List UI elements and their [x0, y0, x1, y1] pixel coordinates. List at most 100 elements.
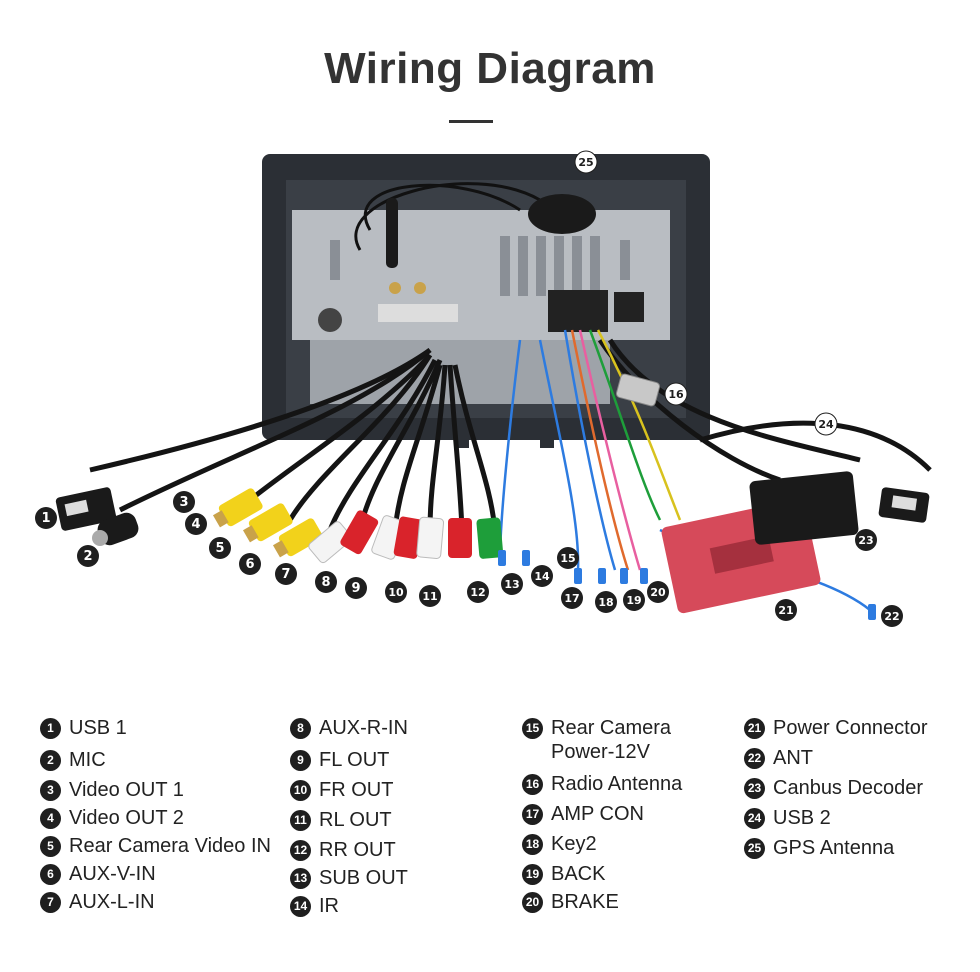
legend-label: Radio Antenna — [551, 773, 683, 795]
legend-number-badge: 8 — [290, 718, 311, 739]
usb1-connector — [55, 487, 117, 531]
diagram-marker-20: 20 — [647, 581, 669, 603]
legend-label: Key2 — [551, 833, 597, 855]
title-underline — [449, 120, 493, 123]
svg-text:11: 11 — [422, 590, 437, 603]
page-title: Wiring Diagram — [324, 44, 656, 93]
diagram-marker-5: 5 — [209, 537, 231, 559]
legend-label: Power Connector — [773, 717, 928, 739]
legend-label: FR OUT — [319, 779, 394, 801]
diagram-marker-17: 17 — [561, 587, 583, 609]
legend-item: 14 IR — [290, 894, 339, 918]
svg-text:15: 15 — [560, 552, 575, 565]
svg-text:2: 2 — [83, 549, 92, 564]
legend-number-badge: 20 — [522, 892, 543, 913]
svg-text:21: 21 — [778, 604, 793, 617]
legend-number-badge: 10 — [290, 780, 311, 801]
legend-number-badge: 15 — [522, 718, 543, 739]
legend-label: AMP CON — [551, 803, 644, 825]
svg-text:18: 18 — [598, 596, 613, 609]
svg-text:14: 14 — [534, 570, 550, 583]
diagram-marker-8: 8 — [315, 571, 337, 593]
diagram-marker-25: 25 — [574, 150, 598, 174]
diagram-marker-4: 4 — [185, 513, 207, 535]
legend-label: FL OUT — [319, 749, 390, 771]
svg-text:9: 9 — [351, 581, 360, 596]
legend-number-badge: 1 — [40, 718, 61, 739]
svg-text:20: 20 — [650, 586, 666, 599]
radio-antenna-plug — [615, 373, 661, 407]
diagram-marker-13: 13 — [501, 573, 523, 595]
diagram-marker-23: 23 — [855, 529, 877, 551]
diagram-marker-6: 6 — [239, 553, 261, 575]
legend-number-badge: 3 — [40, 780, 61, 801]
legend-number-badge: 6 — [40, 864, 61, 885]
legend-number-badge: 22 — [744, 748, 765, 769]
legend-label: ANT — [773, 747, 813, 769]
legend-label: IR — [319, 895, 339, 917]
legend-label: USB 1 — [69, 717, 127, 739]
diagram-marker-24: 24 — [814, 412, 838, 436]
svg-text:8: 8 — [321, 575, 330, 590]
diagram-marker-11: 11 — [419, 585, 441, 607]
legend-item: 17 AMP CON — [522, 802, 644, 826]
legend-number-badge: 17 — [522, 804, 543, 825]
harness-cables — [89, 338, 932, 531]
legend-label: BACK — [551, 863, 606, 885]
svg-text:25: 25 — [578, 156, 593, 169]
head-unit — [262, 154, 710, 448]
wire-terminals — [498, 550, 876, 620]
gps-antenna — [354, 182, 596, 268]
svg-text:23: 23 — [858, 534, 873, 547]
diagram-marker-3: 3 — [173, 491, 195, 513]
diagram-marker-7: 7 — [275, 563, 297, 585]
legend-number-badge: 21 — [744, 718, 765, 739]
legend-label: RR OUT — [319, 839, 396, 861]
legend-item: 22 ANT — [744, 746, 813, 770]
legend-number-badge: 5 — [40, 836, 61, 857]
diagram-marker-14: 14 — [531, 565, 553, 587]
svg-text:16: 16 — [668, 388, 684, 401]
diagram-marker-2: 2 — [77, 545, 99, 567]
svg-text:1: 1 — [41, 511, 50, 526]
mic-jack — [92, 512, 139, 546]
legend-number-badge: 11 — [290, 810, 311, 831]
diagram-marker-16: 16 — [664, 382, 688, 406]
svg-text:13: 13 — [504, 578, 519, 591]
diagram-marker-10: 10 — [385, 581, 407, 603]
legend-item: 7 AUX-L-IN — [40, 890, 155, 914]
svg-text:24: 24 — [818, 418, 834, 431]
svg-text:5: 5 — [215, 541, 224, 556]
legend-label: USB 2 — [773, 807, 831, 829]
legend-item: 21 Power Connector — [744, 716, 928, 740]
legend-number-badge: 2 — [40, 750, 61, 771]
legend-number-badge: 14 — [290, 896, 311, 917]
rca-connectors — [212, 488, 504, 564]
svg-text:19: 19 — [626, 594, 641, 607]
legend-number-badge: 7 — [40, 892, 61, 913]
legend-item: 1 USB 1 — [40, 716, 127, 740]
diagram-marker-18: 18 — [595, 591, 617, 613]
diagram-marker-21: 21 — [775, 599, 797, 621]
legend-label: SUB OUT — [319, 867, 408, 889]
diagram-marker-15: 15 — [557, 547, 579, 569]
diagram-marker-19: 19 — [623, 589, 645, 611]
legend-item: 10 FR OUT — [290, 778, 393, 802]
svg-text:4: 4 — [191, 517, 200, 532]
legend-label: AUX-L-IN — [69, 891, 155, 913]
diagram-marker-9: 9 — [345, 577, 367, 599]
